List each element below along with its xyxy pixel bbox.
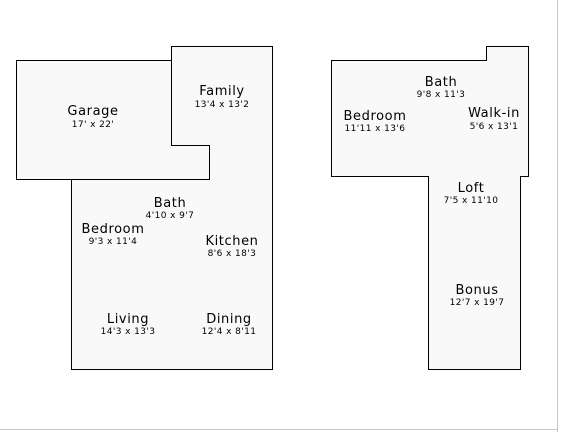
second-floor-outline [331, 46, 529, 370]
room-dimensions: 11'11 x 13'6 [345, 124, 406, 134]
garage-outline [16, 60, 210, 180]
room-name: Living [107, 312, 149, 327]
room-dimensions: 12'4 x 8'11 [202, 327, 257, 337]
room-dimensions: 5'6 x 13'1 [470, 122, 519, 132]
room-name: Kitchen [205, 234, 258, 249]
room-name: Garage [67, 104, 118, 119]
room-family: Family 13'4 x 13'2 [195, 84, 250, 110]
room-name: Dining [206, 312, 252, 327]
room-bath: Bath 4'10 x 9'7 [146, 196, 195, 221]
room-garage: Garage 17' x 22' [67, 104, 118, 130]
floor-plan-second-floor: Bath 9'8 x 11'3 Bedroom 11'11 x 13'6 Wal… [331, 46, 529, 370]
room-name: Family [199, 84, 244, 99]
room-kitchen: Kitchen 8'6 x 18'3 [205, 234, 258, 259]
room-dimensions: 12'7 x 19'7 [450, 298, 505, 308]
room-dimensions: 13'4 x 13'2 [195, 100, 250, 110]
room-bedroom-upper: Bedroom 11'11 x 13'6 [344, 109, 407, 134]
room-dimensions: 14'3 x 13'3 [101, 327, 156, 337]
room-bedroom: Bedroom 9'3 x 11'4 [82, 222, 145, 247]
room-name: Bonus [455, 283, 498, 298]
room-name: Bedroom [82, 222, 145, 237]
room-dimensions: 9'8 x 11'3 [417, 90, 466, 100]
room-name: Bedroom [344, 109, 407, 124]
room-name: Bath [154, 196, 187, 211]
room-loft: Loft 7'5 x 11'10 [444, 181, 499, 206]
room-name: Loft [458, 181, 485, 196]
room-name: Bath [425, 75, 458, 90]
room-dining: Dining 12'4 x 8'11 [202, 312, 257, 337]
room-dimensions: 7'5 x 11'10 [444, 196, 499, 206]
room-dimensions: 4'10 x 9'7 [146, 211, 195, 221]
room-bath-upper: Bath 9'8 x 11'3 [417, 75, 466, 100]
room-dimensions: 9'3 x 11'4 [89, 237, 138, 247]
room-living: Living 14'3 x 13'3 [101, 312, 156, 337]
room-bonus: Bonus 12'7 x 19'7 [450, 283, 505, 308]
room-name: Walk-in [468, 106, 520, 121]
room-dimensions: 17' x 22' [72, 120, 115, 130]
room-dimensions: 8'6 x 18'3 [208, 249, 257, 259]
room-walk-in: Walk-in 5'6 x 13'1 [468, 106, 520, 132]
floor-plan-first-floor: Garage 17' x 22' Family 13'4 x 13'2 Bath… [16, 46, 273, 370]
